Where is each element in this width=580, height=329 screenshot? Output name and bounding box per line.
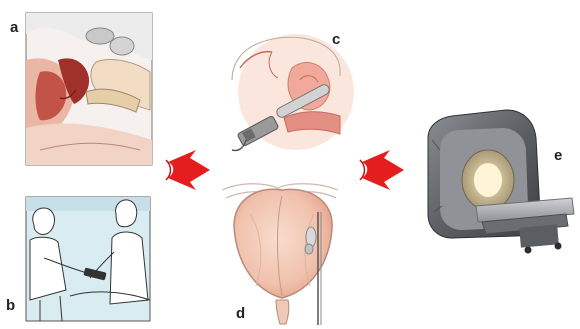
panel-label-b: b <box>6 298 15 313</box>
panel-label-d: d <box>236 306 245 321</box>
panel-b-clinical-scene <box>26 197 150 321</box>
panel-c-ultrasound-probe <box>232 34 354 151</box>
panel-a-pelvic-cross-section <box>26 13 152 165</box>
right-arrow-icon <box>360 150 404 190</box>
panel-d-prostate-biopsy <box>222 184 338 325</box>
panel-e-mri-scanner <box>428 110 574 254</box>
panel-label-a: a <box>10 20 18 35</box>
panel-label-e: e <box>554 148 562 163</box>
panel-label-c: c <box>332 32 340 47</box>
right-arrow-icon <box>166 150 210 190</box>
